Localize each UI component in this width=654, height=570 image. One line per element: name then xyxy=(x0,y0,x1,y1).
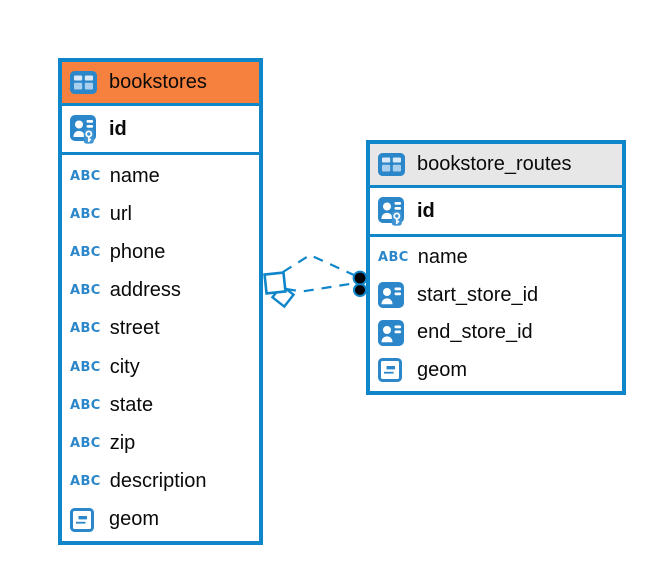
column-list: ABC name start_store_id xyxy=(370,237,622,391)
column-row[interactable]: ABC address xyxy=(62,272,259,310)
column-list: ABC name ABC url ABC phone ABC address A… xyxy=(62,155,259,541)
text-type-icon: ABC xyxy=(70,359,101,375)
column-name: address xyxy=(109,279,181,302)
table-icon xyxy=(378,153,408,176)
column-name: geom xyxy=(109,508,160,531)
column-name: geom xyxy=(417,358,468,381)
primary-key-icon xyxy=(378,196,408,226)
column-row[interactable]: ABC street xyxy=(62,310,259,348)
relationship-many-end-icon[interactable] xyxy=(263,271,296,309)
column-name: id xyxy=(109,117,127,140)
column-row[interactable]: ABC name xyxy=(370,239,622,277)
table-header[interactable]: bookstore_routes xyxy=(370,144,622,188)
table-bookstores[interactable]: bookstores id ABC name xyxy=(58,58,263,545)
text-type-icon: ABC xyxy=(70,168,101,184)
geometry-type-icon xyxy=(378,358,408,383)
column-row[interactable]: end_store_id xyxy=(370,314,622,352)
geometry-type-icon xyxy=(70,507,100,532)
column-row[interactable]: geom xyxy=(370,352,622,390)
column-row[interactable]: ABC zip xyxy=(62,424,259,462)
column-row[interactable]: geom xyxy=(62,501,259,539)
column-row[interactable]: ABC city xyxy=(62,348,259,386)
column-row[interactable]: ABC name xyxy=(62,157,259,195)
column-name: id xyxy=(417,199,435,222)
relationship-line[interactable] xyxy=(282,253,357,293)
column-name: url xyxy=(109,202,132,225)
column-row-pk[interactable]: id xyxy=(370,188,622,237)
text-type-icon: ABC xyxy=(70,283,101,299)
reference-column-icon xyxy=(378,282,408,309)
column-name: zip xyxy=(109,432,136,455)
relationship-line-lower xyxy=(285,281,357,293)
primary-key-icon xyxy=(70,114,100,144)
table-header[interactable]: bookstores xyxy=(62,62,259,106)
column-name: description xyxy=(109,470,207,493)
column-name: street xyxy=(109,317,160,340)
column-row[interactable]: ABC url xyxy=(62,195,259,233)
column-row[interactable]: start_store_id xyxy=(370,277,622,315)
table-bookstore-routes[interactable]: bookstore_routes id ABC name xyxy=(366,140,626,395)
text-type-icon: ABC xyxy=(70,436,101,452)
column-name: start_store_id xyxy=(417,283,539,306)
reference-column-icon xyxy=(378,319,408,346)
column-name: city xyxy=(109,355,140,378)
text-type-icon: ABC xyxy=(70,206,101,222)
column-name: end_store_id xyxy=(417,321,533,344)
relationship-one-end-icon[interactable] xyxy=(352,270,368,297)
relationship-line-upper xyxy=(282,253,357,278)
text-type-icon: ABC xyxy=(378,250,409,266)
column-row-pk[interactable]: id xyxy=(62,106,259,155)
column-name: name xyxy=(417,246,468,269)
table-icon xyxy=(70,71,100,94)
column-name: phone xyxy=(109,241,166,263)
column-row[interactable]: ABC state xyxy=(62,386,259,424)
column-name: name xyxy=(109,164,160,187)
column-row[interactable]: ABC phone xyxy=(62,233,259,271)
column-row[interactable]: ABC description xyxy=(62,463,259,501)
column-name: state xyxy=(109,393,154,416)
text-type-icon: ABC xyxy=(70,397,101,413)
text-type-icon: ABC xyxy=(70,321,101,337)
text-type-icon: ABC xyxy=(70,474,101,490)
table-name: bookstores xyxy=(109,71,207,93)
table-name: bookstore_routes xyxy=(417,153,572,175)
text-type-icon: ABC xyxy=(70,245,101,260)
